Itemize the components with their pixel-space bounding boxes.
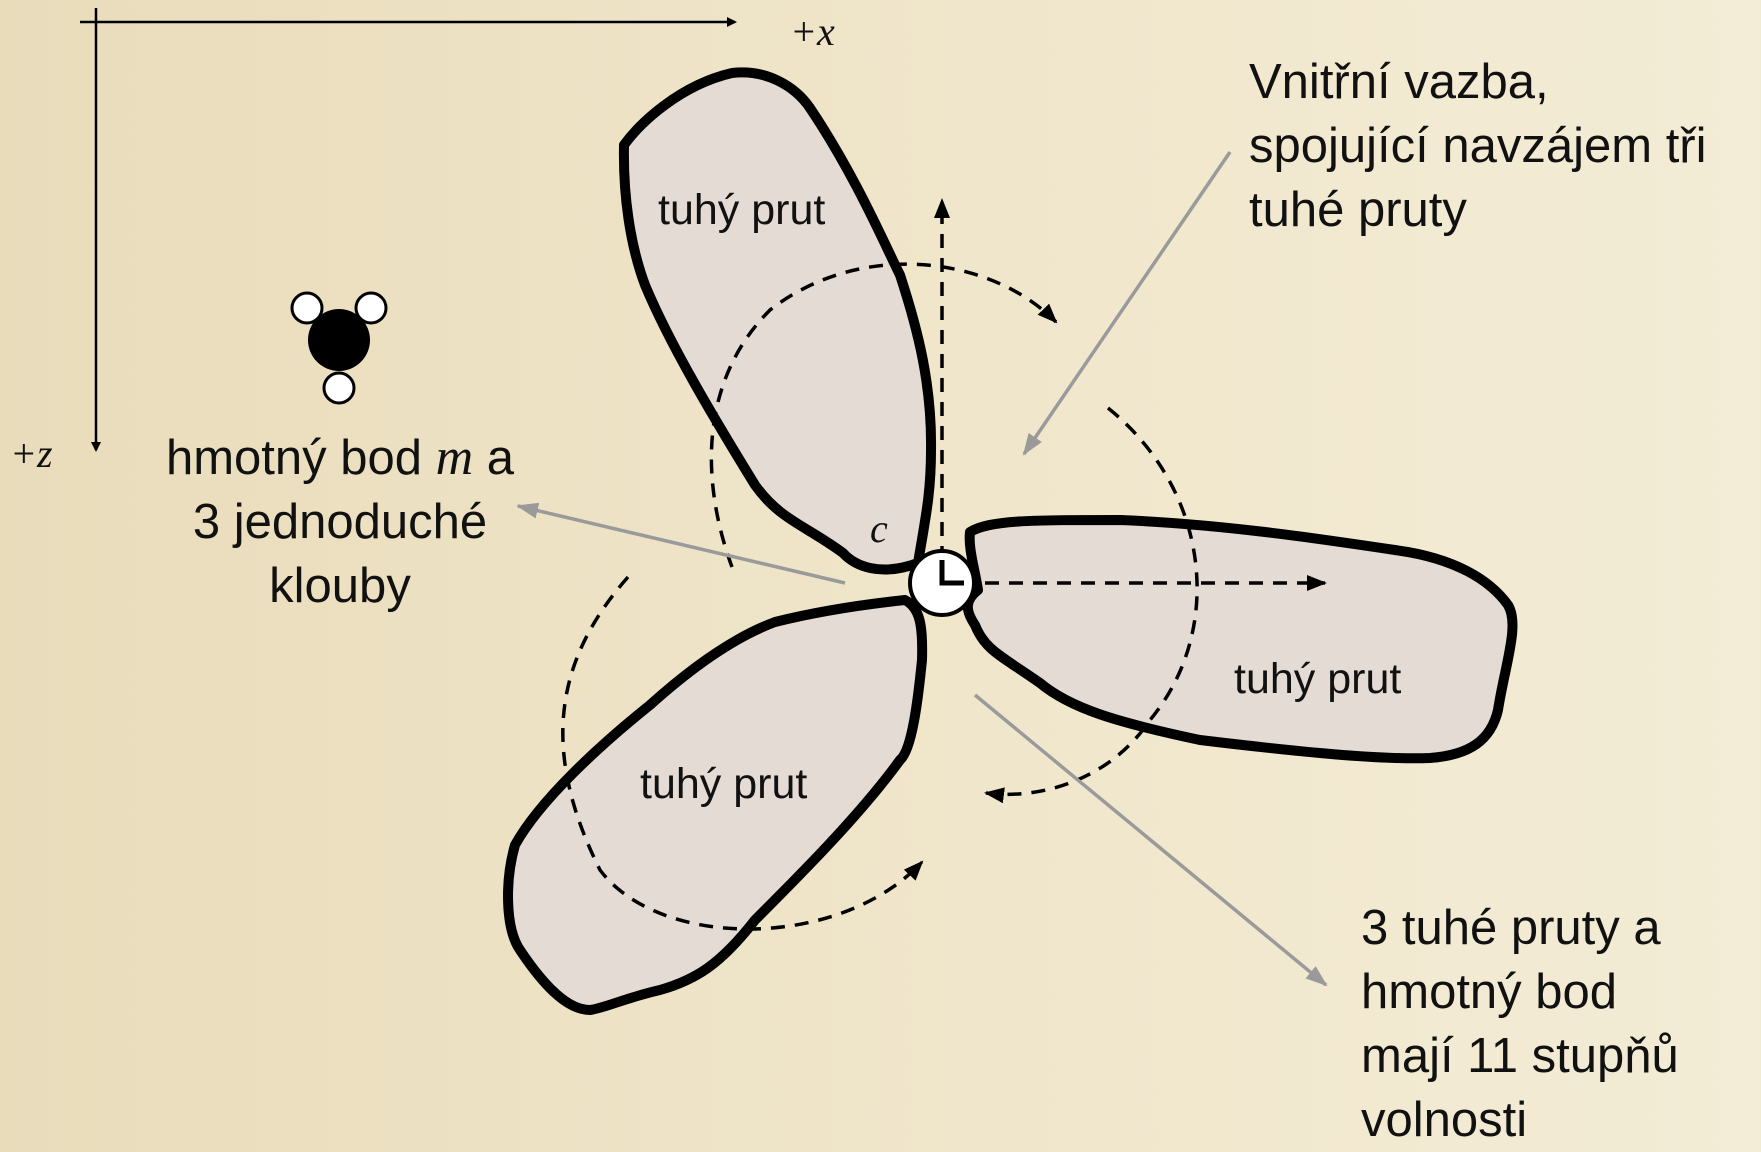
- rigid-bar-right: [968, 520, 1513, 758]
- annotation-line: klouby: [130, 554, 550, 618]
- rigid-bar-upper: [624, 72, 931, 569]
- annotation-line: 3 tuhé pruty a: [1361, 896, 1679, 960]
- annotation-line: volnosti: [1361, 1088, 1679, 1152]
- z-axis-label: +z: [10, 430, 53, 477]
- bar-label-upper: tuhý prut: [658, 186, 825, 235]
- annotation-line: 3 jednoduché: [130, 490, 550, 554]
- annotation-line: spojující navzájem tři: [1249, 114, 1707, 178]
- annotation-degrees-of-freedom: 3 tuhé pruty a hmotný bod mají 11 stupňů…: [1361, 896, 1679, 1152]
- annotation-internal-bond: Vnitřní vazba, spojující navzájem tři tu…: [1249, 50, 1707, 242]
- molecule-symbol: [292, 293, 386, 403]
- center-label: c: [870, 505, 888, 552]
- annotation-point-mass: hmotný bod m a 3 jednoduché klouby: [130, 426, 550, 618]
- mass-variable: m: [436, 429, 474, 486]
- x-axis-label: +x: [790, 8, 835, 55]
- annotation-line: Vnitřní vazba,: [1249, 50, 1707, 114]
- molecule-small-atom-right: [356, 293, 386, 323]
- molecule-small-atom-bottom: [324, 373, 354, 403]
- molecule-small-atom-left: [292, 293, 322, 323]
- annotation-line: hmotný bod: [1361, 960, 1679, 1024]
- leader-internal-bond: [1024, 152, 1230, 454]
- central-joint: [910, 551, 974, 615]
- annotation-line: tuhé pruty: [1249, 178, 1707, 242]
- annotation-line: mají 11 stupňů: [1361, 1024, 1679, 1088]
- bar-label-right: tuhý prut: [1234, 655, 1401, 704]
- annotation-line: hmotný bod m a: [130, 426, 550, 490]
- bar-label-lower: tuhý prut: [640, 760, 807, 809]
